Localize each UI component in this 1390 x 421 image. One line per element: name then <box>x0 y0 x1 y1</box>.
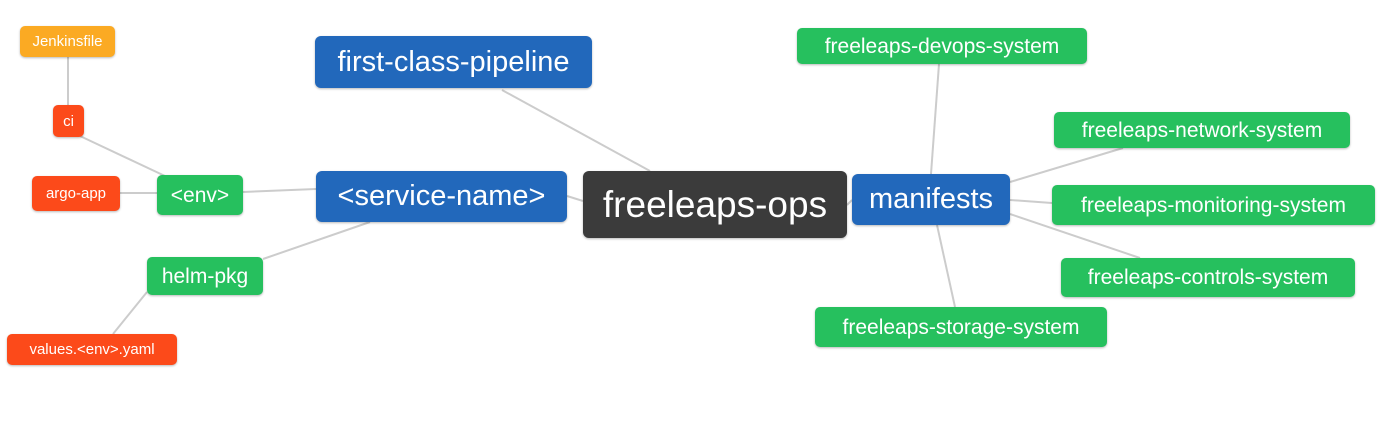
node-freeleaps-storage-system[interactable]: freeleaps-storage-system <box>815 307 1107 347</box>
edge-manifests-storage <box>936 224 956 308</box>
edge-manifests-monitoring <box>1009 199 1053 204</box>
node-env[interactable]: <env> <box>157 175 243 215</box>
edge-helm-pkg-values <box>112 291 148 335</box>
edge-pipeline-root <box>501 89 651 172</box>
edge-manifests-devops <box>930 63 940 175</box>
edge-ci-env <box>79 135 166 177</box>
edge-manifests-controls <box>1009 213 1141 259</box>
node-freeleaps-network-system[interactable]: freeleaps-network-system <box>1054 112 1350 148</box>
edge-root-manifests <box>846 199 853 206</box>
edge-env-service-name <box>242 188 317 193</box>
node-freeleaps-devops-system[interactable]: freeleaps-devops-system <box>797 28 1087 64</box>
node-ci[interactable]: ci <box>53 105 84 137</box>
node-values-env-yaml[interactable]: values.<env>.yaml <box>7 334 177 365</box>
node-helm-pkg[interactable]: helm-pkg <box>147 257 263 295</box>
edge-service-name-root <box>566 195 584 202</box>
node-manifests[interactable]: manifests <box>852 174 1010 225</box>
node-freeleaps-monitoring-system[interactable]: freeleaps-monitoring-system <box>1052 185 1375 225</box>
edge-manifests-network <box>1009 147 1124 183</box>
node-jenkinsfile[interactable]: Jenkinsfile <box>20 26 115 57</box>
node-service-name[interactable]: <service-name> <box>316 171 567 222</box>
node-first-class-pipeline[interactable]: first-class-pipeline <box>315 36 592 88</box>
node-freeleaps-controls-system[interactable]: freeleaps-controls-system <box>1061 258 1355 297</box>
node-argo-app[interactable]: argo-app <box>32 176 120 211</box>
edge-helm-pkg-service-name <box>262 221 371 260</box>
node-freeleaps-ops-root[interactable]: freeleaps-ops <box>583 171 847 238</box>
